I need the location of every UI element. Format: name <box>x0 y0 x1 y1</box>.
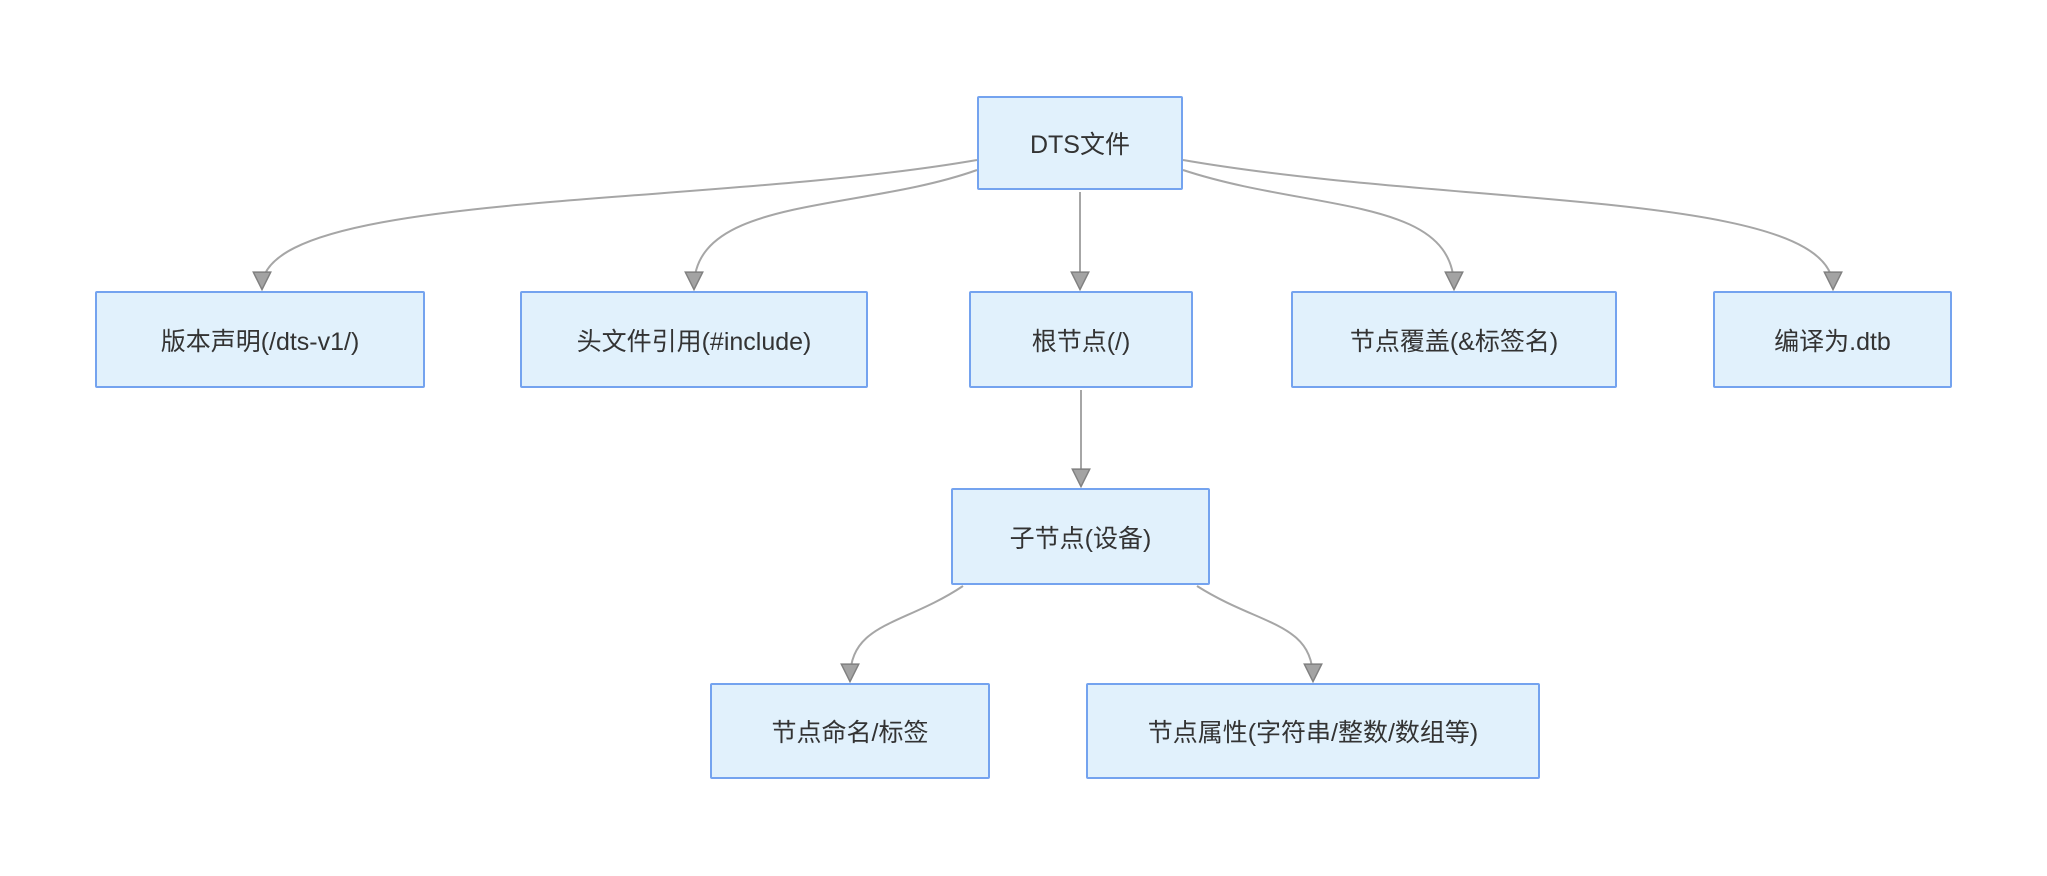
node-root-node: 根节点(/) <box>969 291 1193 388</box>
node-properties: 节点属性(字符串/整数/数组等) <box>1086 683 1540 779</box>
node-naming-label: 节点命名/标签 <box>710 683 990 779</box>
node-naming-label-text: 节点命名/标签 <box>771 719 929 747</box>
node-version-declaration: 版本声明(/dts-v1/) <box>95 291 425 388</box>
node-version-declaration-label: 版本声明(/dts-v1/) <box>160 327 360 356</box>
node-header-include-label: 头文件引用(#include) <box>576 327 812 356</box>
node-compile-dtb: 编译为.dtb <box>1713 291 1952 388</box>
edge-root-to-include <box>684 169 978 292</box>
node-dts-file-label: DTS文件 <box>1029 131 1130 159</box>
edge-root-to-version <box>252 159 978 292</box>
node-compile-dtb-label: 编译为.dtb <box>1774 327 1891 356</box>
node-root-node-label: 根节点(/) <box>1031 327 1131 356</box>
node-dts-file: DTS文件 <box>977 96 1183 190</box>
node-child-device: 子节点(设备) <box>951 488 1210 585</box>
node-override: 节点覆盖(&标签名) <box>1291 291 1617 388</box>
node-child-device-label: 子节点(设备) <box>1009 524 1152 553</box>
edge-root-to-compile <box>1182 159 1843 292</box>
edge-root-to-override <box>1182 169 1464 292</box>
node-properties-label: 节点属性(字符串/整数/数组等) <box>1147 719 1479 747</box>
edge-child-to-props <box>1196 585 1323 684</box>
node-override-label: 节点覆盖(&标签名) <box>1349 327 1559 356</box>
node-header-include: 头文件引用(#include) <box>520 291 868 388</box>
edge-child-to-naming <box>840 585 964 684</box>
